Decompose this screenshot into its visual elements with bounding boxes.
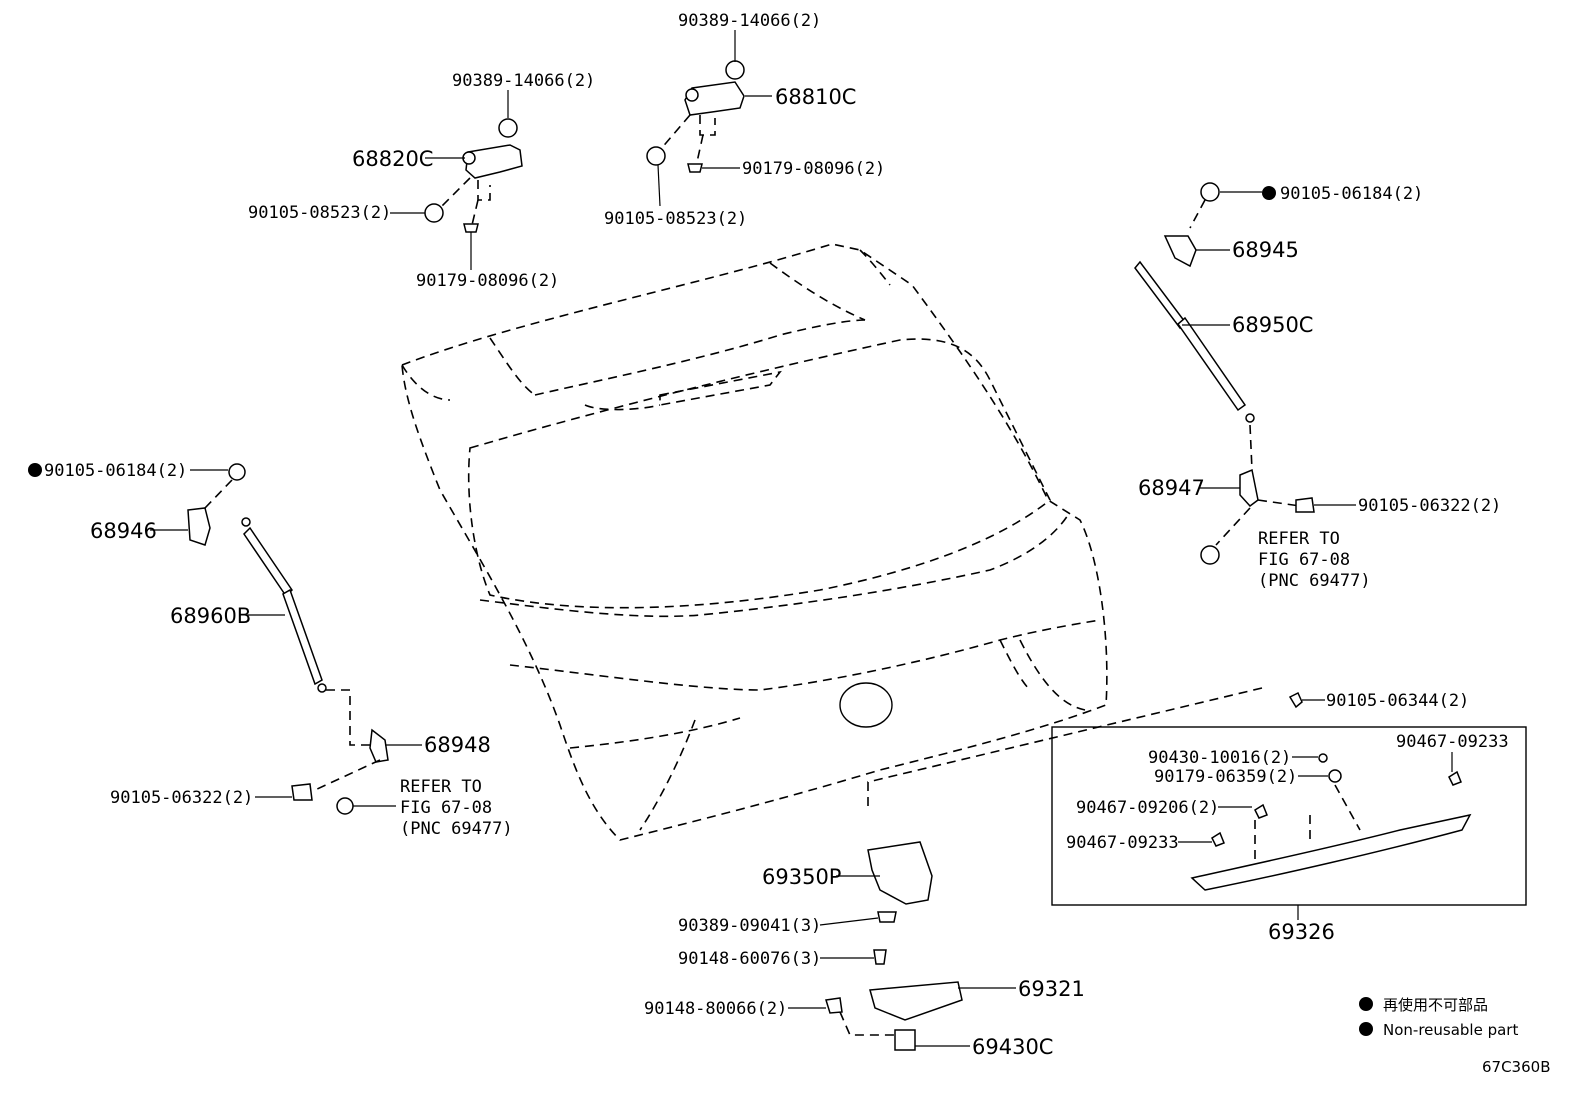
label-69326: 69326 xyxy=(1268,920,1335,944)
leader-lines xyxy=(150,30,1453,1047)
label-90105-06184-right: 90105-06184(2) xyxy=(1280,184,1423,204)
label-90467-09206: 90467-09206(2) xyxy=(1076,798,1219,818)
legend-marker-icon xyxy=(1359,1022,1373,1036)
label-90105-06322-right: 90105-06322(2) xyxy=(1358,496,1501,516)
hinge-68820c xyxy=(424,118,523,233)
label-69321: 69321 xyxy=(1018,977,1085,1001)
label-68820c: 68820C xyxy=(352,147,433,171)
label-69350p: 69350P xyxy=(762,865,841,889)
label-68947: 68947 xyxy=(1138,476,1205,500)
refer-right-line1: REFER TO xyxy=(1258,529,1340,549)
hinge-68810c xyxy=(646,60,745,173)
label-68948: 68948 xyxy=(424,733,491,757)
label-90179-08096-left: 90179-08096(2) xyxy=(416,271,559,291)
nonreusable-marker-icon xyxy=(1262,186,1276,200)
nonreusable-marker-icon xyxy=(28,463,42,477)
label-90105-06184-left: 90105-06184(2) xyxy=(44,461,187,481)
legend-english: Non-reusable part xyxy=(1383,1021,1518,1039)
label-90467-09233-left: 90467-09233 xyxy=(1066,833,1179,853)
label-68810c: 68810C xyxy=(775,85,856,109)
refer-left-line3: (PNC 69477) xyxy=(400,819,513,839)
part-labels: 90389-14066(2) 68810C 90389-14066(2) 688… xyxy=(44,11,1509,1059)
label-68960b: 68960B xyxy=(170,604,251,628)
label-69430c: 69430C xyxy=(972,1035,1053,1059)
legend-japanese: 再使用不可部品 xyxy=(1383,996,1488,1014)
label-68946: 68946 xyxy=(90,519,157,543)
garnish-assembly-box xyxy=(867,687,1527,906)
figure-code: 67C360B xyxy=(1482,1058,1550,1076)
label-90179-06359: 90179-06359(2) xyxy=(1154,767,1297,787)
refer-right-line2: FIG 67-08 xyxy=(1258,550,1350,570)
refer-left-line1: REFER TO xyxy=(400,777,482,797)
label-90389-09041: 90389-09041(3) xyxy=(678,916,821,936)
label-90467-09233-top: 90467-09233 xyxy=(1396,732,1509,752)
label-90105-08523-right: 90105-08523(2) xyxy=(604,209,747,229)
label-90179-08096-right: 90179-08096(2) xyxy=(742,159,885,179)
label-90389-14066-right: 90389-14066(2) xyxy=(678,11,821,31)
legend: 再使用不可部品 Non-reusable part xyxy=(1359,996,1518,1039)
lock-assembly xyxy=(825,841,963,1051)
back-door-outline xyxy=(401,243,1108,841)
label-90105-08523-left: 90105-08523(2) xyxy=(248,203,391,223)
label-90105-06322-left: 90105-06322(2) xyxy=(110,788,253,808)
label-90430-10016: 90430-10016(2) xyxy=(1148,748,1291,768)
strut-68950c xyxy=(1134,182,1315,565)
label-68945: 68945 xyxy=(1232,238,1299,262)
label-90148-80066: 90148-80066(2) xyxy=(644,999,787,1019)
refer-right-line3: (PNC 69477) xyxy=(1258,571,1371,591)
label-68950c: 68950C xyxy=(1232,313,1313,337)
refer-left-line2: FIG 67-08 xyxy=(400,798,492,818)
strut-68960b xyxy=(187,463,389,815)
label-90105-06344: 90105-06344(2) xyxy=(1326,691,1469,711)
legend-marker-icon xyxy=(1359,997,1373,1011)
label-90148-60076: 90148-60076(3) xyxy=(678,949,821,969)
label-90389-14066-left: 90389-14066(2) xyxy=(452,71,595,91)
